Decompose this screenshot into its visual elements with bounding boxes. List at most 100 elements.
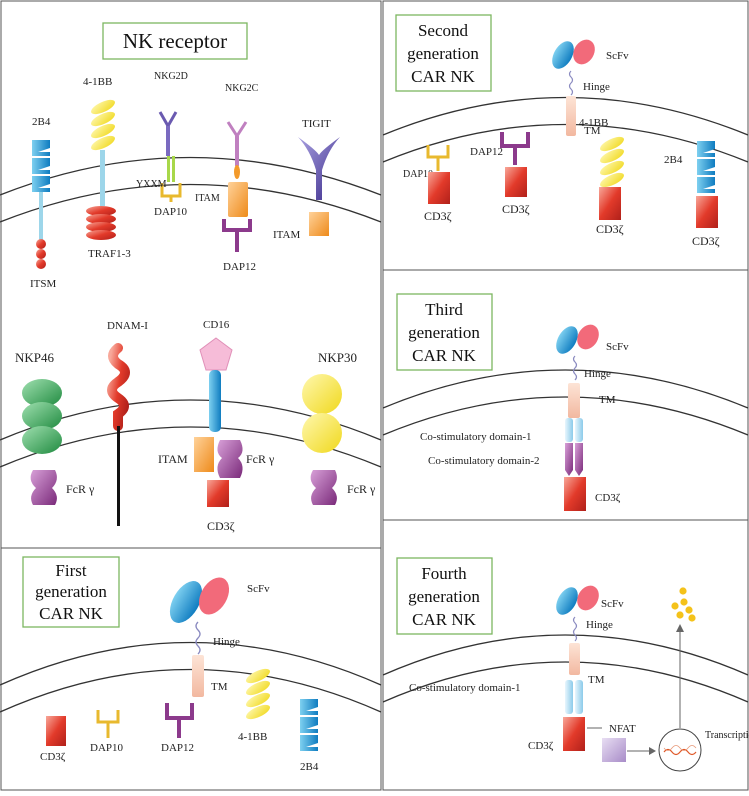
first-gen-membrane-inner (0, 668, 382, 713)
third-gen-title-l2: generation (408, 323, 480, 342)
second-gen-label-dap12: DAP12 (470, 146, 503, 158)
first-gen-dap10 (96, 710, 120, 738)
fourth-gen-label-nfat: NFAT (609, 723, 636, 735)
second-gen-title-l2: generation (407, 44, 479, 63)
first-gen-dap12 (165, 703, 194, 738)
label-fcr-nkp46: FcR γ (66, 482, 95, 496)
fourth-gen-title-box (396, 557, 493, 635)
fourth-gen-label-hinge: Hinge (586, 619, 613, 631)
tigit-receptor (298, 137, 340, 236)
second-gen-label-hinge: Hinge (583, 81, 610, 93)
third-gen-panel: Third generation CAR NK ScFv Hinge TM Co… (382, 293, 749, 511)
first-gen-label-cd3z: CD3ζ (40, 751, 66, 763)
nk-membrane-inner (0, 183, 382, 223)
first-gen-title-box (22, 556, 120, 628)
second-gen-cd3z-1 (428, 172, 450, 204)
nk-receptor-title: NK receptor (123, 29, 227, 53)
third-gen-car (556, 324, 599, 511)
first-gen-title-l1: First (55, 561, 86, 580)
fourth-gen-label-tm: TM (588, 674, 605, 686)
first-gen-membrane-outer (0, 641, 382, 686)
label-traf: TRAF1-3 (88, 248, 131, 260)
4-1bb-receptor (86, 99, 116, 240)
fourth-gen-label-cd3z: CD3ζ (528, 740, 554, 752)
label-dap12-nk: DAP12 (223, 261, 256, 273)
nk-receptor-panel: NK receptor 2B4 ITSM 4-1BB (0, 22, 382, 533)
third-gen-title-box (396, 293, 493, 371)
label-itam-tigit: ITAM (273, 229, 300, 241)
second-gen-label-cd3z-3: CD3ζ (596, 222, 624, 236)
second-gen-label-dap10: DAP10 (403, 169, 433, 180)
left-panel-border (0, 0, 382, 791)
third-gen-membrane-outer (382, 369, 749, 409)
second-gen-label-cd3z-2: CD3ζ (502, 202, 530, 216)
fourth-gen-label-scfv: ScFv (601, 598, 624, 610)
second-gen-label-cd3z-1: CD3ζ (424, 209, 452, 223)
first-gen-cd3z (46, 716, 66, 746)
fourth-gen-car (556, 585, 599, 751)
fourth-gen-dna-strand-2 (663, 745, 697, 751)
nk-receptor-title-box (102, 22, 248, 60)
second-gen-dap12 (500, 132, 530, 165)
second-gen-car (552, 39, 595, 136)
label-fcr-cd16: FcR γ (246, 452, 275, 466)
first-gen-label-2b4: 2B4 (300, 761, 319, 773)
first-gen-label-4-1bb: 4-1BB (238, 731, 267, 743)
third-gen-title-l3: CAR NK (412, 346, 476, 365)
fourth-gen-cytokines-icon (671, 587, 696, 622)
second-gen-label-tm: TM (584, 125, 601, 137)
nk-membrane-outer (0, 156, 382, 196)
label-nkp46: NKP46 (15, 350, 55, 365)
first-gen-label-tm: TM (211, 681, 228, 693)
second-gen-cd3z-4 (696, 196, 718, 228)
third-gen-label-costim2: Co-stimulatory domain-2 (428, 455, 540, 467)
label-itam-nkg2d: ITAM (195, 193, 220, 204)
fourth-gen-title-l1: Fourth (421, 564, 467, 583)
first-gen-panel: First generation CAR NK ScFv Hinge TM CD… (0, 556, 382, 773)
second-gen-membrane-outer (382, 96, 749, 136)
third-gen-label-scfv: ScFv (606, 341, 629, 353)
label-nkp30: NKP30 (318, 350, 357, 365)
label-cd3z-cd16: CD3ζ (207, 519, 235, 533)
cd16-receptor (194, 337, 243, 507)
fourth-gen-label-transcription: Transcription (705, 730, 749, 741)
first-gen-label-hinge: Hinge (213, 636, 240, 648)
first-gen-4-1bb (246, 668, 270, 720)
nkp30-receptor (302, 374, 342, 505)
first-gen-label-dap10: DAP10 (90, 742, 124, 754)
fourth-gen-panel: Fourth generation CAR NK ScFv Hinge TM C… (382, 557, 749, 772)
second-gen-cd3z-2 (505, 167, 527, 197)
second-gen-label-4-1bb: 4-1BB (579, 117, 608, 129)
label-nkg2d: NKG2D (154, 71, 188, 82)
fourth-gen-title-l2: generation (408, 587, 480, 606)
label-yxxm: YXXM (136, 179, 167, 190)
dnam-receptor (107, 343, 130, 526)
fourth-gen-membrane-inner (382, 661, 749, 703)
fourth-gen-title-l3: CAR NK (412, 610, 476, 629)
third-gen-membrane-inner (382, 396, 749, 436)
first-gen-label-scfv: ScFv (247, 583, 270, 595)
label-itsm: ITSM (30, 278, 57, 290)
first-gen-2b4 (300, 699, 318, 751)
second-gen-label-cd3z-4: CD3ζ (692, 234, 720, 248)
second-gen-dap10 (426, 145, 450, 171)
nkg2c-receptor (222, 121, 252, 252)
second-gen-title-l1: Second (418, 21, 469, 40)
label-itam-cd16: ITAM (158, 452, 188, 466)
fourth-gen-label-costim1: Co-stimulatory domain-1 (409, 682, 521, 694)
third-gen-label-hinge: Hinge (584, 368, 611, 380)
first-gen-car (169, 577, 230, 697)
second-gen-4-1bb (600, 136, 624, 188)
second-gen-label-2b4: 2B4 (664, 154, 683, 166)
second-gen-label-scfv: ScFv (606, 50, 629, 62)
label-dnam: DNAM-I (107, 320, 148, 332)
second-gen-title-box (395, 14, 492, 92)
label-cd16: CD16 (203, 319, 230, 331)
second-gen-cd3z-3 (599, 187, 621, 220)
first-gen-title-l3: CAR NK (39, 604, 103, 623)
fourth-gen-nfat-box (602, 738, 626, 762)
fourth-gen-arrowhead-2 (676, 624, 684, 632)
2b4-receptor (32, 140, 50, 269)
